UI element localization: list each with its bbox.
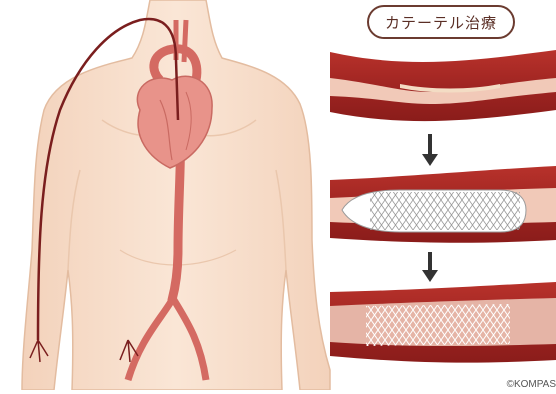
stent-mesh [366,304,510,346]
vessel-balloon-stent [330,166,556,243]
down-arrow-icon [422,134,438,166]
title-label: カテーテル治療 [367,5,515,39]
vessel-stenosis [330,50,556,121]
down-arrow-icon [422,252,438,282]
vessel-deployed-stent [330,282,556,363]
copyright-credit: ©KOMPAS [507,379,556,390]
